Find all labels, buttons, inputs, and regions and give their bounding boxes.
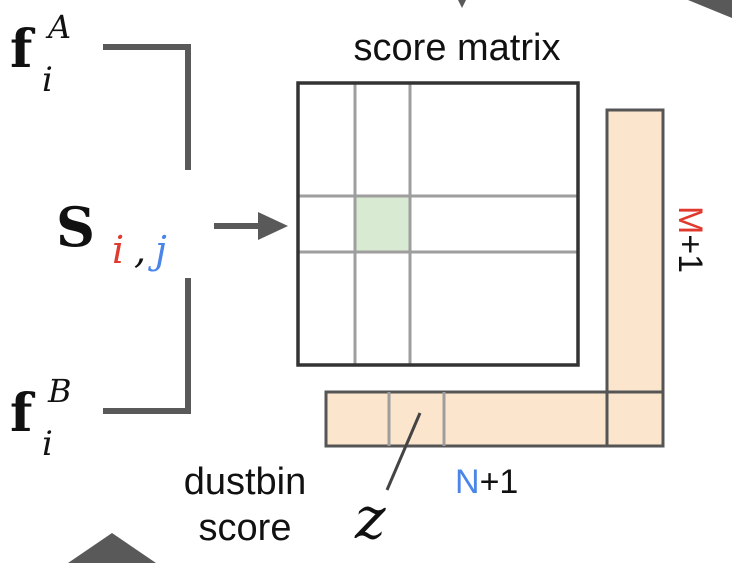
z-pointer-line: [385, 412, 422, 491]
dustbin-row: [324, 390, 665, 448]
score-symbol-sub-comma: ,: [134, 228, 146, 272]
top-right-arrow-fragment-icon: [688, 0, 732, 18]
row-count-suffix: +1: [480, 463, 519, 501]
score-matrix: [296, 81, 580, 367]
feature-a-base: f: [10, 19, 36, 80]
row-count-label: N+1: [455, 463, 518, 501]
row-count-letter: N: [455, 463, 480, 501]
feature-a-sup: A: [45, 8, 71, 46]
feature-b-sub: i: [42, 424, 53, 464]
feature-a-label: f i A: [10, 8, 71, 100]
dustbin-column: [605, 108, 665, 448]
dustbin-label-line1: dustbin: [184, 461, 307, 503]
col-count-suffix: +1: [671, 234, 709, 273]
score-matrix-border: [296, 81, 580, 367]
feature-b-sup: B: [47, 372, 72, 410]
bracket-bottom-line: [103, 278, 191, 414]
feature-a-sub: i: [42, 60, 53, 100]
score-symbol: S i , j: [56, 195, 167, 272]
feature-b-base: f: [10, 383, 36, 444]
score-symbol-sub-j: j: [148, 228, 167, 272]
dustbin-label-line2: score: [199, 507, 292, 549]
svg-text:M+1: M+1: [671, 206, 709, 273]
matrix-title: score matrix: [354, 27, 561, 69]
z-label: z: [354, 484, 386, 552]
dustbin-row-rect: [324, 390, 665, 448]
feature-b-label: f i B: [10, 372, 72, 464]
highlighted-cell: [355, 196, 410, 252]
arrow-head-icon: [258, 212, 288, 240]
dustbin-column-rect: [605, 108, 665, 448]
score-symbol-base: S: [56, 195, 95, 259]
col-count-label: M+1: [671, 206, 709, 273]
top-arrow-fragment-icon: [458, 0, 466, 8]
score-matrix-background: [298, 83, 578, 365]
score-symbol-sub-i: i: [112, 228, 124, 272]
bottom-arrow-fragment-icon: [68, 533, 156, 563]
bracket-top-line: [103, 44, 191, 170]
col-count-letter: M: [671, 206, 709, 234]
